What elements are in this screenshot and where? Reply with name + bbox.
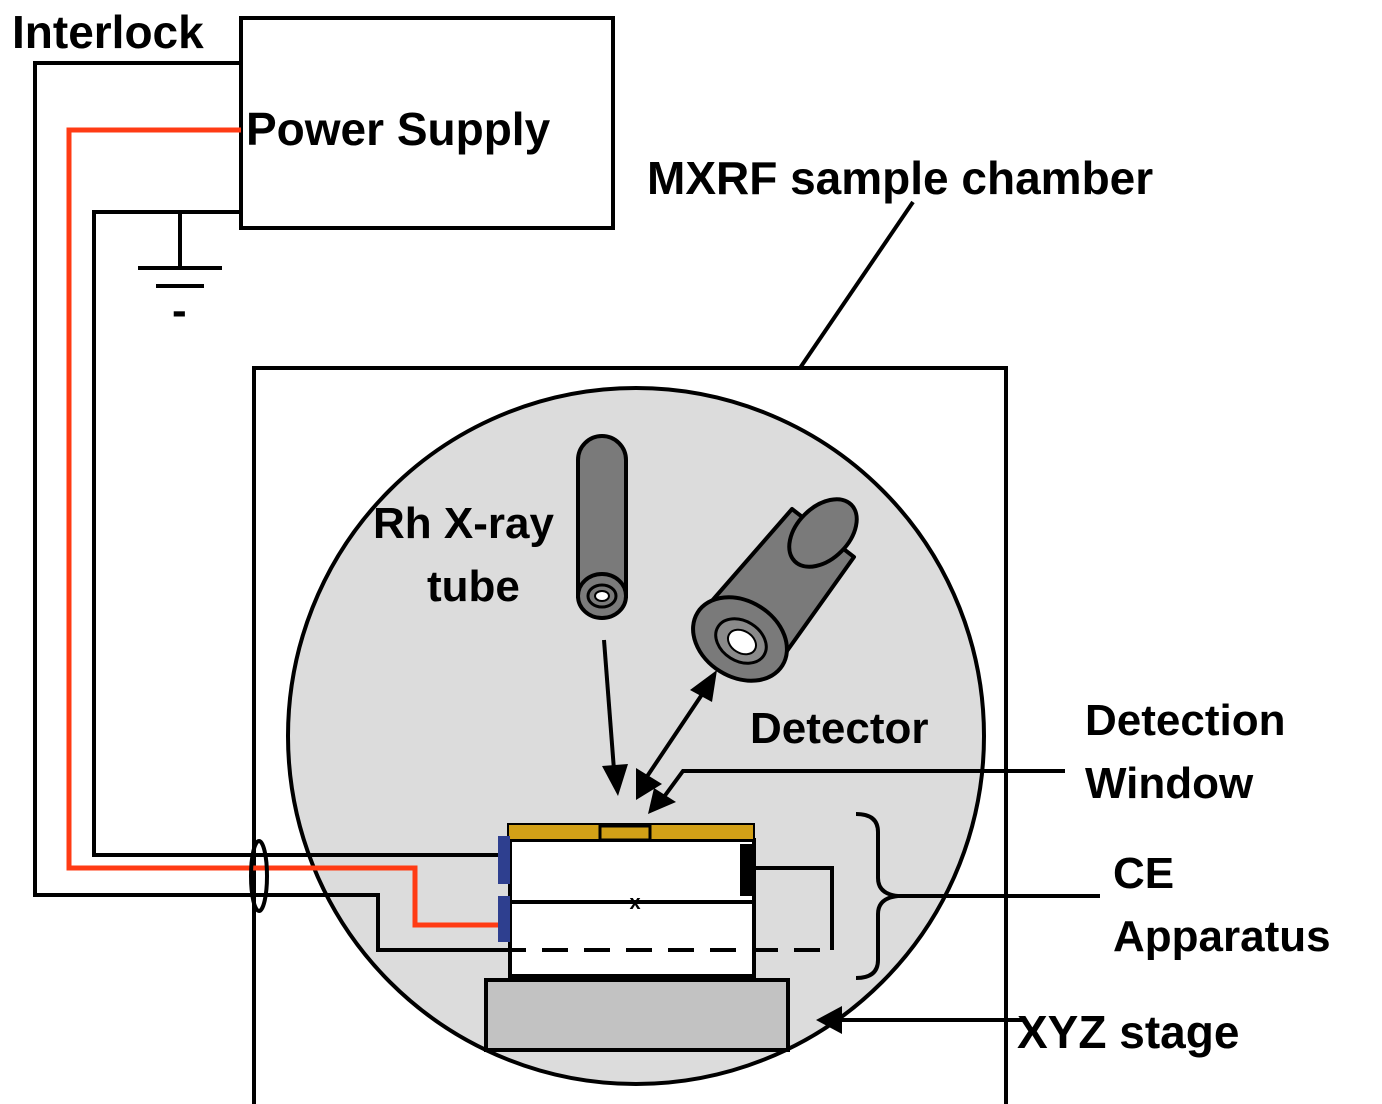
ce-apparatus: x (498, 823, 756, 978)
xray-tube-icon (576, 434, 628, 620)
xray-tube-label-line1: Rh X-ray (373, 499, 554, 548)
return-wire-solid (754, 866, 834, 950)
sample-chamber-box (252, 366, 1008, 1104)
wire-feedthrough (249, 839, 269, 913)
side-electrode (740, 844, 752, 896)
detection-window (598, 824, 652, 842)
fluorescence-double-arrow (636, 670, 717, 800)
ground-wire (92, 210, 500, 857)
high-voltage-wire (66, 127, 500, 928)
xyz-stage-pointer (816, 1006, 1023, 1034)
power-supply-box (239, 16, 615, 230)
ground-sign-label: - (172, 286, 187, 335)
xyz-stage (484, 978, 790, 1052)
xyz-stage-label: XYZ stage (1017, 1006, 1239, 1058)
detection-window-label-line1: Detection (1085, 696, 1285, 745)
detector-icon (691, 497, 859, 683)
ground-symbol (138, 212, 222, 288)
ce-apparatus-label-line1: CE (1113, 849, 1174, 898)
interlock-label: Interlock (12, 6, 204, 58)
detection-window-pointer (648, 769, 1065, 814)
interlock-wire (33, 61, 500, 952)
electrode-top (498, 836, 510, 884)
xray-tube-label-line2: tube (427, 562, 520, 611)
detector-label: Detector (750, 704, 929, 753)
ce-apparatus-label-line2: Apparatus (1113, 912, 1331, 961)
xray-beam-arrow (602, 639, 628, 796)
chamber-label: MXRF sample chamber (647, 152, 1153, 204)
sample-mark: x (629, 892, 640, 914)
detection-window-label-line2: Window (1085, 759, 1254, 808)
electrode-bottom (498, 896, 510, 942)
chamber-pointer-line (798, 200, 915, 370)
power-supply-label: Power Supply (246, 103, 551, 155)
